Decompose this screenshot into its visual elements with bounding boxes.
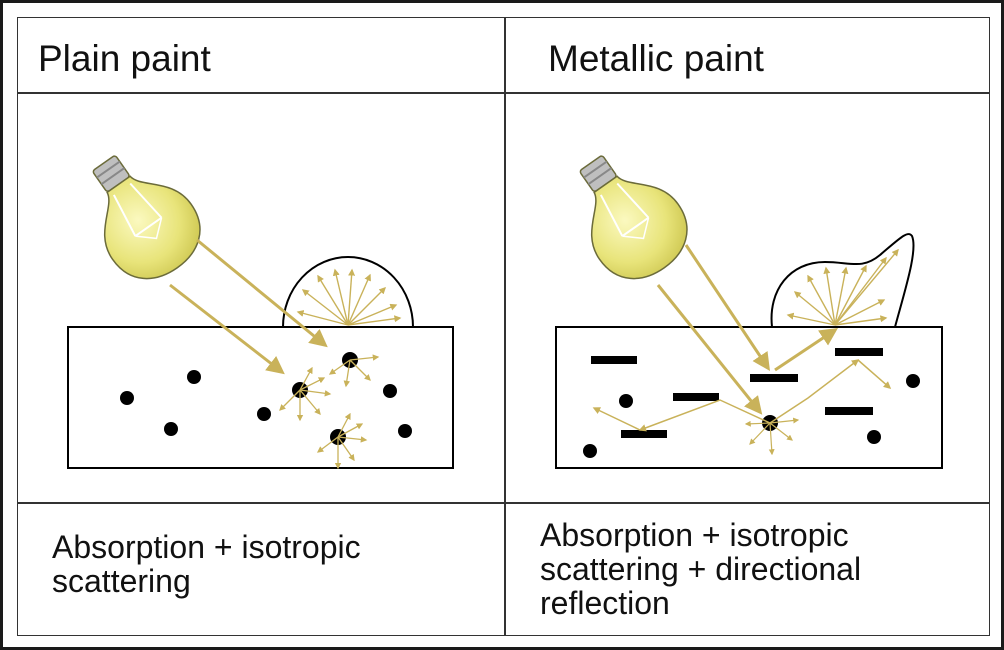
metallic-flakes	[591, 348, 883, 438]
pigment-particle	[257, 407, 271, 421]
caption-divider	[17, 502, 990, 504]
plain-paint-panel	[67, 155, 454, 470]
plain-caption-line-1: Absorption + isotropic	[52, 529, 361, 565]
isotropic-scattering-lobe	[282, 256, 414, 328]
incident-ray	[196, 238, 328, 348]
header-divider	[17, 92, 990, 94]
metallic-caption-line-1: Absorption + isotropic	[540, 517, 849, 553]
pigment-particle	[383, 384, 397, 398]
lobe-reflection-rays	[786, 248, 899, 326]
internal-bounce-rays	[592, 359, 892, 432]
pigment-particle	[583, 444, 597, 458]
pigment-particle	[164, 422, 178, 436]
particle-scatter-rays	[279, 354, 380, 470]
pigment-particle	[619, 394, 633, 408]
incident-ray	[169, 283, 285, 375]
pigment-particle	[120, 391, 134, 405]
light-bulb-icon	[92, 155, 201, 280]
plain-paint-caption: Absorption + isotropic scattering	[52, 530, 361, 598]
lobe-scatter-rays	[296, 268, 402, 326]
metallic-flake	[835, 348, 883, 356]
metallic-flake	[825, 407, 873, 415]
metallic-flake	[591, 356, 637, 364]
metallic-flake	[621, 430, 667, 438]
plain-paint-header: Plain paint	[38, 38, 211, 79]
pigment-particle	[398, 424, 412, 438]
pigment-particle	[187, 370, 201, 384]
table-grid	[17, 17, 990, 636]
column-divider	[504, 17, 506, 636]
metallic-paint-caption: Absorption + isotropic scattering + dire…	[540, 518, 861, 620]
metallic-caption-line-3: reflection	[540, 585, 670, 621]
metallic-paint-header: Metallic paint	[548, 38, 764, 79]
pigment-particles	[583, 374, 920, 458]
reflected-ray	[774, 328, 838, 372]
particle-scatter-rays	[744, 417, 800, 456]
light-bulb-icon	[579, 155, 688, 280]
metallic-caption-line-2: scattering + directional	[540, 551, 862, 587]
directional-reflection-lobe	[770, 233, 915, 328]
pigment-particle	[906, 374, 920, 388]
metallic-flake	[750, 374, 798, 382]
incident-ray	[656, 284, 763, 415]
incident-ray	[684, 244, 770, 371]
pigment-particle	[867, 430, 881, 444]
metallic-paint-panel	[555, 155, 943, 469]
plain-caption-line-2: scattering	[52, 563, 191, 599]
metallic-flake	[673, 393, 719, 401]
